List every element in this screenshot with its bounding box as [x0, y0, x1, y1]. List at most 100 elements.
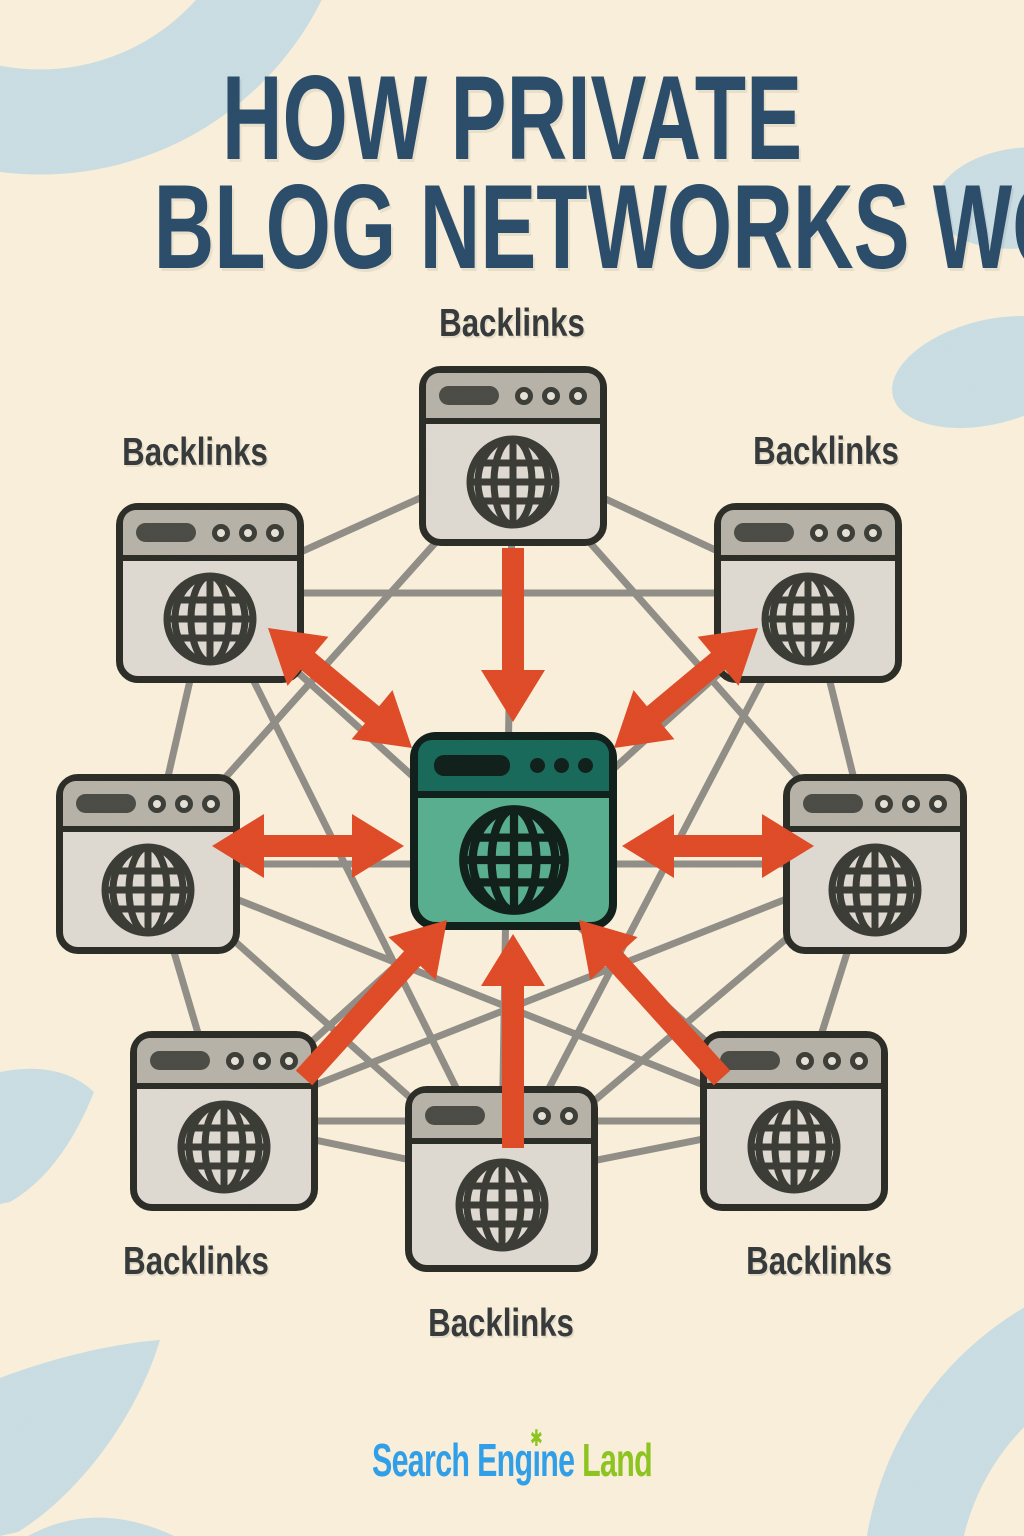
- browser-window-upper-right: [714, 503, 902, 683]
- window-dot-icon: [864, 523, 882, 542]
- connection-line-bottom-left--bottom: [223, 1117, 503, 1183]
- globe-icon: [828, 843, 922, 936]
- address-bar: [720, 1051, 780, 1070]
- connection-line-upper-left--left: [144, 592, 214, 865]
- browser-header: [412, 1093, 591, 1144]
- backlinks-label-upper-right: Backlinks: [753, 430, 899, 473]
- decor-blob-right-lower: [892, 316, 1024, 428]
- browser-window-top: [419, 366, 607, 546]
- browser-body: [123, 561, 297, 676]
- connection-line-upper-left--bottom-right: [207, 590, 797, 1124]
- connection-line-right--bottom-left: [222, 860, 877, 1125]
- connection-line-upper-right--bottom-left: [221, 590, 811, 1124]
- connection-line-top--bottom: [498, 455, 517, 1180]
- window-dot-icon: [569, 386, 587, 405]
- window-dot-icon: [902, 794, 920, 813]
- window-dot-icon: [148, 794, 166, 813]
- address-bar: [136, 523, 196, 542]
- browser-header: [123, 510, 297, 561]
- search-engine-land-logo: Search Engı✱ne Land: [174, 1426, 850, 1487]
- browser-body: [426, 424, 600, 539]
- globe-icon: [163, 572, 257, 665]
- address-bar: [439, 386, 499, 405]
- globe-icon: [466, 435, 560, 528]
- browser-window-bottom-left: [130, 1031, 318, 1211]
- window-dot-icon: [226, 1051, 244, 1070]
- window-dot-icon: [266, 523, 284, 542]
- connection-line-top--upper-left: [208, 452, 515, 597]
- backlinks-label-bottom-left: Backlinks: [123, 1240, 269, 1283]
- browser-body: [721, 561, 895, 676]
- window-dot-icon: [560, 1106, 578, 1125]
- window-dots: [875, 794, 947, 813]
- address-bar: [76, 794, 136, 813]
- window-dot-icon: [239, 523, 257, 542]
- browser-header: [790, 781, 960, 832]
- browser-body: [63, 832, 233, 947]
- title-line-1: HOW PRIVATE: [221, 51, 803, 185]
- window-dots: [796, 1051, 868, 1070]
- backlinks-label-top: Backlinks: [439, 302, 585, 345]
- window-dots: [810, 523, 882, 542]
- window-dot-icon: [212, 523, 230, 542]
- browser-header: [418, 740, 609, 798]
- browser-header: [707, 1038, 881, 1089]
- browser-window-right: [783, 774, 967, 954]
- window-dot-icon: [554, 758, 569, 773]
- globe-icon: [177, 1100, 271, 1193]
- window-dot-icon: [253, 1051, 271, 1070]
- address-bar: [734, 523, 794, 542]
- backlink-arrow-bottom: [481, 934, 545, 1148]
- backlink-arrow-top: [481, 548, 545, 722]
- window-dot-icon: [578, 758, 593, 773]
- connection-line-top--right: [510, 453, 878, 867]
- decor-arc-bottom-right: [867, 1307, 1024, 1536]
- backlinks-label-bottom-right: Backlinks: [746, 1240, 892, 1283]
- address-bar: [434, 755, 510, 776]
- window-dot-icon: [542, 386, 560, 405]
- browser-header: [63, 781, 233, 832]
- browser-window-bottom: [405, 1086, 598, 1272]
- browser-body: [418, 798, 609, 922]
- browser-body: [707, 1089, 881, 1204]
- logo-text-green: Land: [582, 1434, 653, 1486]
- decor-leaf-left: [0, 1068, 94, 1204]
- address-bar: [150, 1051, 210, 1070]
- browser-body: [412, 1144, 591, 1265]
- title-line-2: BLOG NETWORKS WORK: [153, 160, 1024, 294]
- browser-body: [137, 1089, 311, 1204]
- globe-icon: [455, 1158, 548, 1251]
- globe-icon: [761, 572, 855, 665]
- window-dots: [212, 523, 284, 542]
- backlink-arrow-left: [212, 814, 404, 878]
- browser-window-left: [56, 774, 240, 954]
- connection-line-upper-right--right: [804, 592, 879, 865]
- connection-line-left--bottom: [145, 861, 504, 1182]
- browser-window-upper-left: [116, 503, 304, 683]
- window-dot-icon: [530, 758, 545, 773]
- browser-body: [790, 832, 960, 947]
- connection-line-top--upper-right: [511, 452, 810, 597]
- window-dot-icon: [515, 386, 533, 405]
- address-bar: [803, 794, 863, 813]
- window-dot-icon: [823, 1051, 841, 1070]
- window-dots: [148, 794, 220, 813]
- connection-line-top--left: [145, 453, 516, 867]
- backlink-arrow-upper-right: [614, 628, 758, 748]
- globe-icon: [101, 843, 195, 936]
- connection-line-right--bottom-right: [790, 862, 879, 1123]
- window-dots: [530, 758, 593, 773]
- window-dot-icon: [810, 523, 828, 542]
- browser-window-bottom-right: [700, 1031, 888, 1211]
- logo-text-blue-prefix: Search Eng: [371, 1434, 533, 1486]
- backlinks-label-bottom: Backlinks: [428, 1302, 574, 1345]
- connection-line-upper-left--bottom: [206, 591, 505, 1181]
- window-dot-icon: [533, 1106, 551, 1125]
- window-dots: [515, 386, 587, 405]
- window-dots: [226, 1051, 298, 1070]
- connection-line-bottom-right--bottom: [500, 1117, 795, 1183]
- window-dot-icon: [850, 1051, 868, 1070]
- window-dots: [506, 1106, 578, 1125]
- window-dot-icon: [506, 1106, 524, 1125]
